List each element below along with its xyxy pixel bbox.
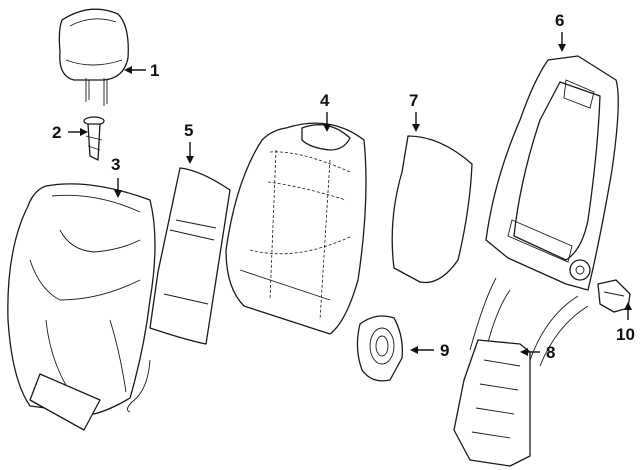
- part-seat-heater[interactable]: [149, 167, 231, 345]
- callout-5: 5: [184, 121, 193, 140]
- part-seat-back-frame[interactable]: [485, 55, 619, 291]
- part-headrest[interactable]: [58, 8, 129, 106]
- callout-labels: 1 2 3 4 5 6 7 8 9 10: [52, 11, 635, 362]
- part-seat-back-pad[interactable]: [225, 122, 367, 335]
- callout-leaders: [68, 32, 632, 356]
- callout-1: 1: [150, 61, 159, 80]
- callout-7: 7: [409, 91, 418, 110]
- part-connector[interactable]: [597, 279, 631, 313]
- part-seat-back-cover[interactable]: [7, 183, 156, 431]
- part-headrest-guide[interactable]: [83, 116, 105, 161]
- part-lumbar-support[interactable]: [453, 277, 589, 467]
- callout-8: 8: [546, 343, 555, 362]
- callout-4: 4: [320, 91, 330, 110]
- callout-2: 2: [52, 123, 61, 142]
- part-recliner-motor[interactable]: [356, 315, 403, 382]
- callout-3: 3: [111, 155, 120, 174]
- callout-9: 9: [440, 341, 449, 360]
- callout-6: 6: [555, 11, 564, 30]
- part-pad-insert[interactable]: [391, 135, 473, 284]
- callout-10: 10: [616, 325, 635, 344]
